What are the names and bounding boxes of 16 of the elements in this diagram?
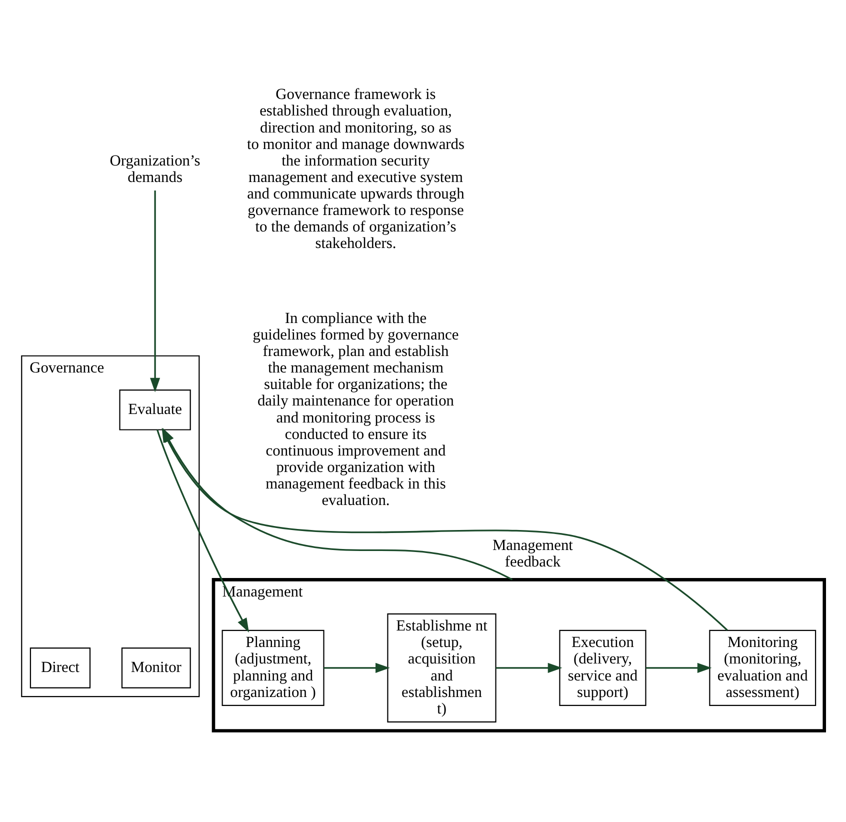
arrow xyxy=(156,430,249,632)
label: In compliance with the guidelines formed by governance framework, plan and establish the management mechanism suitable for organizations; the daily maintenance for operation and monitoring process is conducted to ensure its continuous improvement and provide organization with management feedback in this evaluation. xyxy=(252,310,459,509)
node-box: Evaluate xyxy=(119,390,191,430)
node-box: Monitor xyxy=(121,648,191,688)
arrow xyxy=(496,662,562,673)
node-text: Organization’s demands xyxy=(110,152,200,186)
arrow xyxy=(324,662,390,673)
node-box: Execution (delivery, service and support) xyxy=(559,630,646,706)
arrow xyxy=(646,662,712,673)
label: Governance framework is established through evaluation, direction and monitoring, so as to monitor and manage downwards the information security management and executive system and communicate upwards through governance framework to response to the demands of organization’s stakeholders. xyxy=(246,86,465,252)
node-box: Direct xyxy=(30,648,91,688)
arrow xyxy=(150,190,160,392)
node-box: Establishme nt (setup, acquisition and establishmen t) xyxy=(387,613,496,722)
node-box: Planning (adjustment, planning and organization ) xyxy=(222,630,324,706)
edge-label: Management feedback xyxy=(492,537,573,571)
node-box: Monitoring (monitoring, evaluation and assessment) xyxy=(709,630,816,706)
